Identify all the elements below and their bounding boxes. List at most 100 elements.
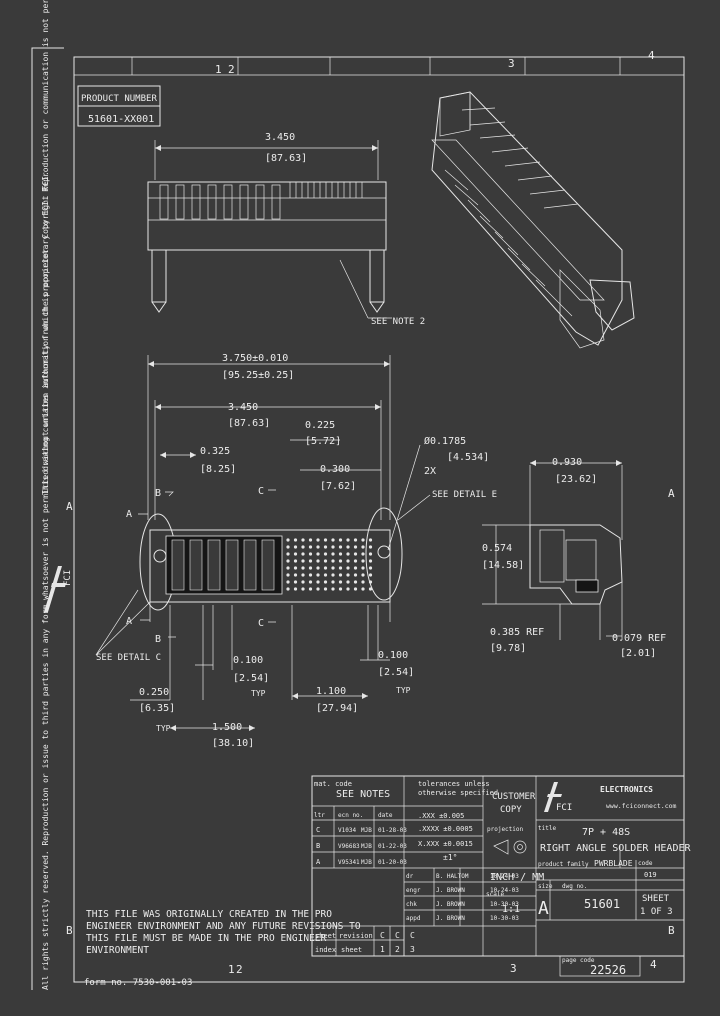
tolerance-value-3: X.XXX ±0.0015 <box>418 840 473 848</box>
hole-diameter-dim: Ø0.1785 <box>424 435 466 447</box>
signal-pin <box>361 580 365 584</box>
sheet-row-label: sheet <box>315 932 336 940</box>
dim-0100-a-mm: [2.54] <box>233 673 269 684</box>
zone-label-top-4: 4 <box>648 49 655 62</box>
scale-value: 1:1 <box>502 904 520 915</box>
signal-pin <box>368 559 373 563</box>
product-family-label: product family <box>538 861 589 868</box>
third-angle-projection-icon <box>493 839 527 855</box>
signal-pin <box>323 566 328 570</box>
dim-0250-mm: [6.35] <box>139 703 175 714</box>
signal-pin <box>316 552 320 556</box>
signal-pin <box>308 587 313 591</box>
zone-label-top-1: 1 <box>215 63 222 76</box>
signal-pin <box>293 587 298 591</box>
side-height-dim: 0.574 <box>482 543 512 554</box>
rev-val-2: C <box>395 931 400 940</box>
rev-row-3-date: 01-20-03 <box>378 859 407 866</box>
signal-pin <box>316 545 320 549</box>
scale-label: scale <box>486 891 504 898</box>
rev-hdr-date: date <box>378 812 393 819</box>
signal-pin <box>331 538 335 542</box>
rev-row-3-ecn: V95341 <box>338 859 360 866</box>
signal-pin <box>293 559 298 563</box>
revision-row-label: revision <box>339 932 373 940</box>
size-value: A <box>538 898 549 919</box>
side-height-dim-mm: [14.58] <box>482 560 524 571</box>
overall-length-dim: 3.750±0.010 <box>222 353 288 364</box>
signal-pin <box>323 545 328 549</box>
signal-pin <box>323 559 328 563</box>
typ-label-c: TYP <box>156 724 171 733</box>
front-view-lower-dimensions: SEE DETAIL C 0.100 [2.54] TYP 0.100 [2.5… <box>95 589 414 749</box>
signal-pin <box>316 587 320 591</box>
approval-date-engr: 10-24-03 <box>490 887 519 894</box>
front-view-body <box>139 507 403 622</box>
signal-pin <box>331 559 335 563</box>
hole-diameter-dim-mm: [4.534] <box>447 452 489 463</box>
row-label-left-a: A <box>66 500 73 513</box>
signal-pin <box>323 587 328 591</box>
signal-pin <box>368 566 373 570</box>
index-row-label: index <box>315 946 336 954</box>
signal-pin <box>308 538 313 542</box>
signal-pin <box>338 566 343 570</box>
signal-pin <box>368 538 373 542</box>
body-length-dim: 3.450 <box>228 402 258 413</box>
rev-row-3-ltr: A <box>316 858 321 866</box>
product-number-value: 51601-XX001 <box>88 114 154 125</box>
dim-1500: 1.500 <box>212 722 242 733</box>
section-a-bottom: A <box>126 616 132 627</box>
signal-pin <box>316 566 320 570</box>
signal-pin <box>368 587 373 591</box>
signal-pin <box>293 538 298 542</box>
mat-code-label: mat. code <box>314 780 352 788</box>
angle-tolerance: ±1° <box>443 853 457 862</box>
dim-1100: 1.100 <box>316 686 346 697</box>
projection-label: projection <box>487 826 524 833</box>
rev-val-1: C <box>380 931 385 940</box>
signal-pin <box>293 552 298 556</box>
signal-pin <box>361 587 365 591</box>
fci-logo-icon <box>44 566 66 612</box>
signal-pin <box>338 573 343 577</box>
section-c-top: C <box>258 486 264 497</box>
row-label-right-b: B <box>668 924 675 937</box>
title-line-1: 7P + 48S <box>582 827 630 838</box>
signal-pin <box>286 538 290 542</box>
page-code-value: 22526 <box>590 963 626 977</box>
approval-name-appd: J. BROWN <box>436 915 465 922</box>
signal-pin <box>331 587 335 591</box>
signal-pin <box>323 580 328 584</box>
tolerances-label-2: otherwise specified <box>418 789 498 797</box>
dim-0100-b-mm: [2.54] <box>378 667 414 678</box>
signal-pin <box>301 559 305 563</box>
signal-pin <box>286 573 290 577</box>
signal-pin <box>301 566 305 570</box>
form-number: form no. 7530-001-03 <box>84 978 192 988</box>
signal-pin <box>346 538 350 542</box>
sheet-idx-label: sheet <box>341 946 362 954</box>
section-a-top: A <box>126 509 132 520</box>
signal-pin <box>338 552 343 556</box>
zone-label-bottom-1: 1 <box>228 963 235 976</box>
dim-0300-mm: [7.62] <box>320 481 356 492</box>
signal-pin <box>338 538 343 542</box>
side-view: 0.930 [23.62] 0.574 [14.58] 0.385 REF [9… <box>482 457 666 659</box>
signal-pin <box>286 545 290 549</box>
title-line-2: RIGHT ANGLE SOLDER HEADER <box>540 843 691 854</box>
signal-pin <box>368 545 373 549</box>
product-family-value: PWRBLADE <box>594 859 633 868</box>
zone-label-bottom-4: 4 <box>650 958 657 971</box>
rev-row-1-by: MJB <box>361 827 372 834</box>
rev-row-2-by: MJB <box>361 843 372 850</box>
signal-pin <box>308 573 313 577</box>
pro-note-line-3: THIS FILE MUST BE MADE IN THE PRO ENGINE… <box>86 933 326 944</box>
rev-row-1-ecn: V1034 <box>338 827 356 834</box>
signal-pin <box>308 580 313 584</box>
fci-url: www.fciconnect.com <box>606 802 677 810</box>
signal-pin <box>316 559 320 563</box>
dim-0100-a: 0.100 <box>233 655 263 666</box>
approval-role-dr: dr <box>406 873 414 880</box>
